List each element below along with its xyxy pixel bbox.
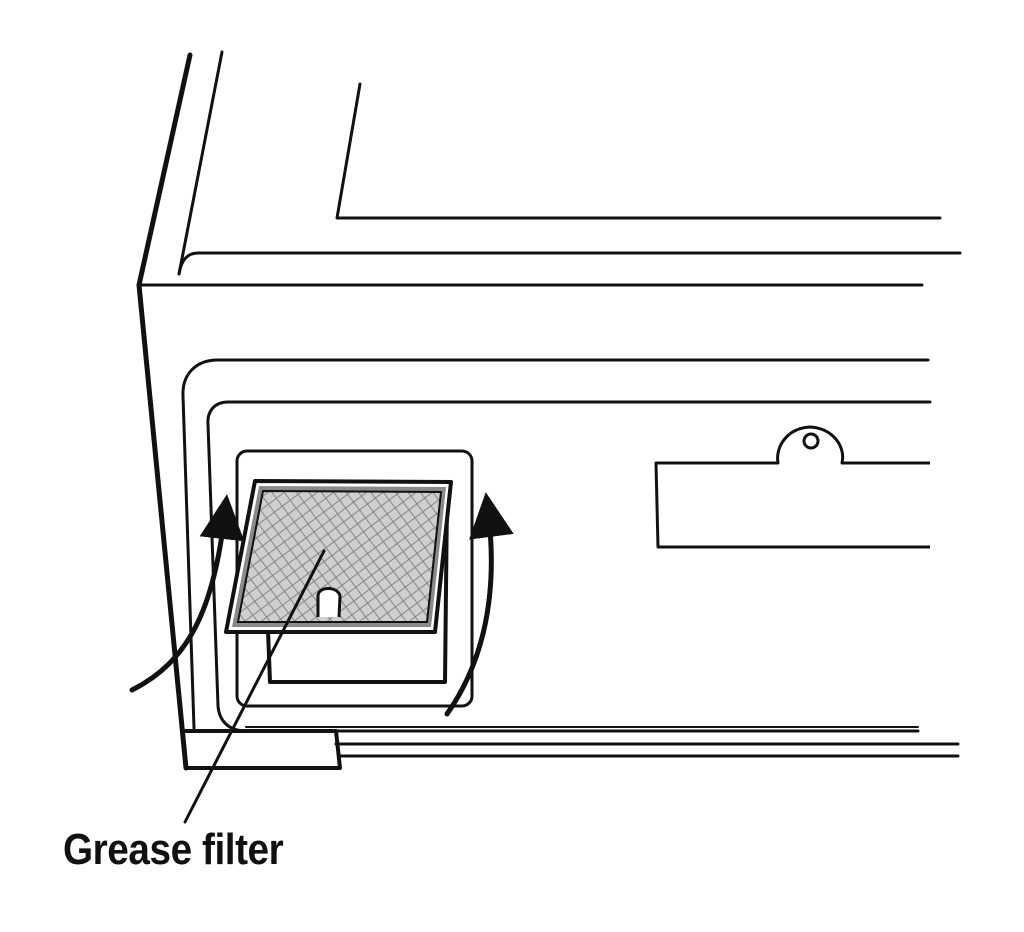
- hood-back-panel-edge: [335, 82, 942, 220]
- bracket-screw-hole: [802, 432, 820, 450]
- hood-bottom-rails: [334, 742, 960, 758]
- filter-mesh: [236, 489, 443, 623]
- panel-inner-outline: [206, 400, 932, 733]
- panel-outer-outline: [181, 358, 930, 730]
- callout-leader-line: [183, 549, 326, 824]
- curved-arrow-icon: [129, 494, 245, 693]
- hood-front-bottom-edge: [184, 729, 342, 770]
- hood-top-ledge: [177, 251, 962, 276]
- hood-body: [136, 50, 962, 771]
- filter-pull-tab: [316, 587, 342, 618]
- curved-arrow-icon: [444, 492, 514, 717]
- underside-panel: [181, 358, 932, 733]
- light-bracket: [654, 425, 930, 549]
- hood-left-inner-edge: [177, 50, 224, 276]
- grease-filter: [224, 479, 453, 634]
- grease-filter-callout-label: Grease filter: [63, 825, 284, 874]
